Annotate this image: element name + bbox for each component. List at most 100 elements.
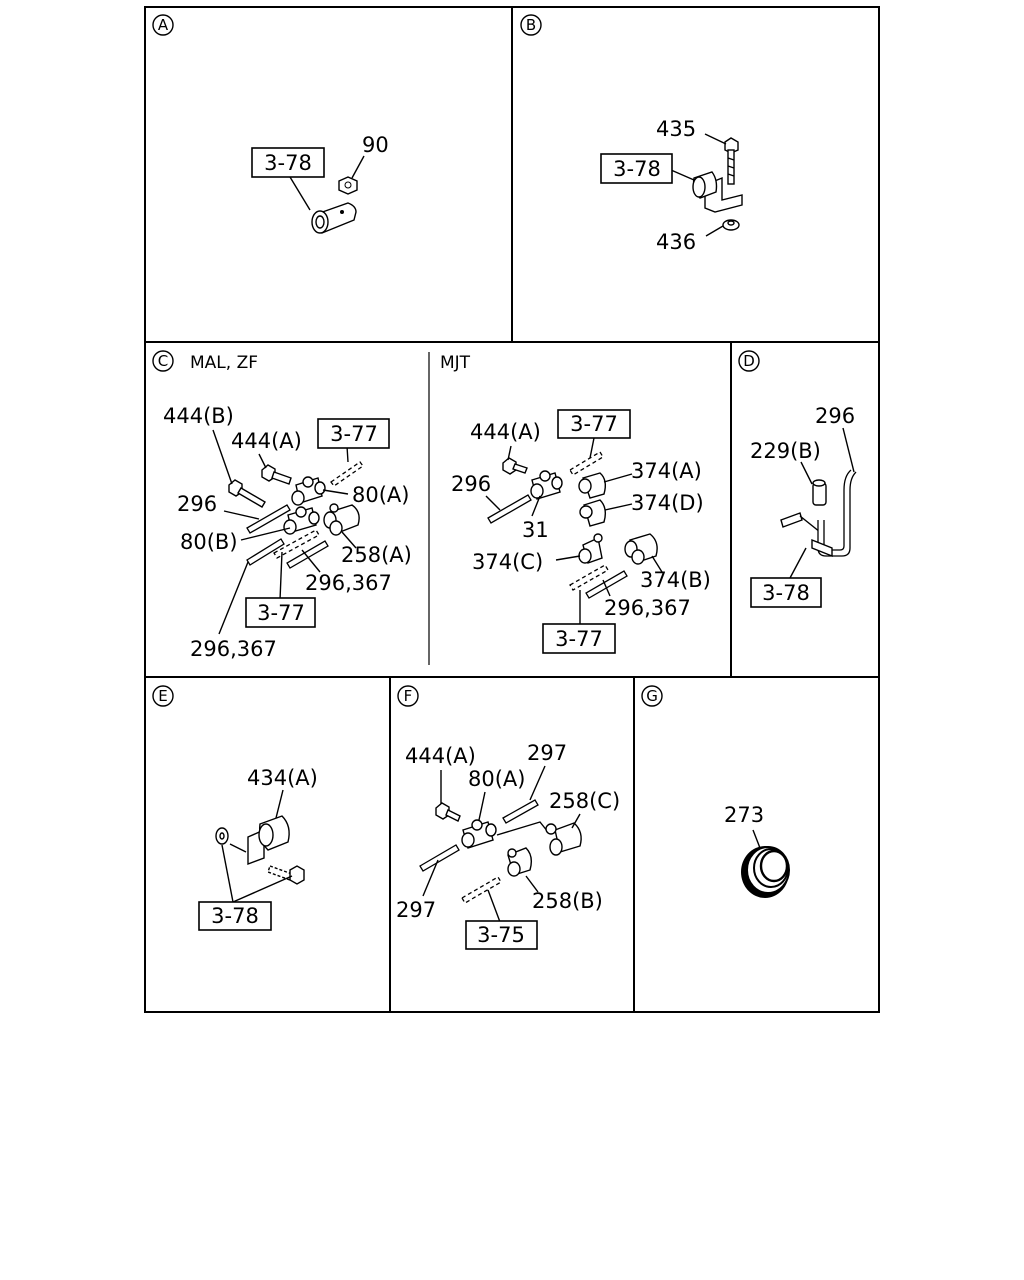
ref-3-78-b[interactable]: 3-78 [613,157,661,181]
bolt-e-part [267,865,305,885]
bolt-444a-f-part [435,802,461,822]
ref-box-3-75-f [465,920,538,950]
pipe-297-top [502,799,539,824]
callout-296-c: 296 [177,492,217,516]
section-marker-a: A [152,14,174,36]
section-marker-b: B [520,14,542,36]
nut-90-part [338,176,358,195]
elbow-374d-part [579,499,607,527]
callout-444a-mjt: 444(A) [470,420,541,444]
panel-b: B 435 3-78 436 [520,14,743,254]
section-marker-g: G [641,685,663,707]
callout-80a-f: 80(A) [468,767,525,791]
pipe-296 [246,504,291,534]
bracket-part [692,171,743,213]
panel-g: G 273 [641,685,790,898]
ref-box-3-77-c-mid [245,597,316,628]
panel-a: A 90 3-78 [152,14,389,234]
callout-258a: 258(A) [341,543,412,567]
ref-3-78-e[interactable]: 3-78 [211,904,259,928]
callout-435: 435 [656,117,696,141]
callout-434a: 434(A) [247,766,318,790]
callout-374d: 374(D) [631,491,704,515]
callout-444a-f: 444(A) [405,744,476,768]
callout-374c: 374(C) [472,550,543,574]
tee-31-part [530,470,563,500]
pipe-dashed-top [330,461,364,487]
ref-box-3-77-mjt-top [557,409,631,439]
callout-374b: 374(B) [640,568,711,592]
section-marker-d: D [738,350,760,372]
callout-31: 31 [522,518,549,542]
section-marker-c: C [152,350,174,372]
section-marker-f: F [397,685,419,707]
bolt-444b-part [228,479,266,508]
bolt-444a-part [261,464,292,485]
callout-297-top: 297 [527,741,567,765]
ref-3-77-mjt-bot[interactable]: 3-77 [555,627,603,651]
callout-258b: 258(B) [532,889,603,913]
sleeve-229b-part [812,479,827,506]
bolt-435-part [724,137,739,185]
pipe-296-367-b [286,540,329,569]
callout-296-367-c-a: 296,367 [305,571,392,595]
pipe-dashed-mjt-bot [569,564,609,591]
tee-80a-f-part [461,819,497,849]
ref-box-3-78-a [251,147,325,178]
svg-text:G: G [646,687,658,705]
panel-f: F 444(A) [396,685,620,950]
bolt-444a-mjt-part [502,457,528,475]
panel-c-mjt: MJT [440,353,711,654]
callout-229b: 229(B) [750,439,821,463]
ref-box-3-77-c-top [317,418,390,449]
ref-3-77-c-mid[interactable]: 3-77 [257,601,305,625]
ref-3-78-a[interactable]: 3-78 [264,151,312,175]
callout-436: 436 [656,230,696,254]
ref-3-75-f[interactable]: 3-75 [477,923,525,947]
callout-296-367-mjt: 296,367 [604,596,691,620]
elbow-374c-part [578,533,603,564]
ref-3-77-mjt-top[interactable]: 3-77 [570,412,618,436]
callout-374a: 374(A) [631,459,702,483]
elbow-374a-part [578,472,607,499]
panel-d: D 296 229(B) 3-78 [738,350,857,608]
panel-c: C MAL, ZF [152,350,412,661]
ref-box-3-78-d [750,577,822,608]
callout-273: 273 [724,803,764,827]
callout-80a-c: 80(A) [352,483,409,507]
elbow-374b-part [624,533,658,565]
callout-297-bot: 297 [396,898,436,922]
elbow-258c-part [545,822,582,856]
callout-296-d: 296 [815,404,855,428]
nut-436-part [722,219,740,231]
grommet-273-part [741,846,790,898]
callout-296-367-c-b: 296,367 [190,637,277,661]
elbow-258b-part [507,847,533,877]
svg-text:D: D [743,352,755,370]
callout-444a: 444(A) [231,429,302,453]
ref-3-77-c-top[interactable]: 3-77 [330,422,378,446]
svg-text:C: C [158,352,168,370]
bracket-hose-part [780,469,857,558]
clamp-434a-part [247,815,290,866]
pipe-296-367-a [246,538,285,566]
variant-header-mal-zf: MAL, ZF [190,353,258,373]
washer-part [215,827,229,845]
pipe-dashed-mid [273,529,320,559]
panel-grid [144,6,880,1013]
callout-80b: 80(B) [180,530,238,554]
elbow-258a-part [323,503,360,536]
pipe-dashed-mjt-top [569,451,604,476]
pipe-296-mjt [487,494,532,524]
svg-text:F: F [404,687,413,705]
callout-90: 90 [362,133,389,157]
svg-text:A: A [158,16,169,34]
pipe-297-bot [419,844,460,872]
pipe-296-367-mjt [585,570,628,599]
ref-3-78-d[interactable]: 3-78 [762,581,810,605]
pipe-dashed-f [461,876,502,904]
svg-text:E: E [158,687,167,705]
callout-444b: 444(B) [163,404,234,428]
ref-box-3-77-mjt-bot [542,623,616,654]
